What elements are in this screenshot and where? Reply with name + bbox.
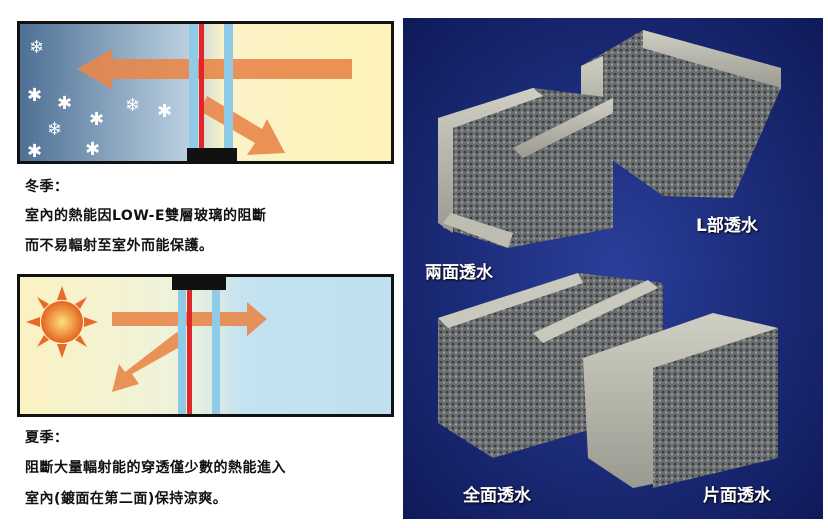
label-two-sides: 兩面透水 — [425, 263, 493, 283]
summer-desc-line2: 室內(鍍面在第二面)保持涼爽。 — [25, 491, 228, 507]
svg-text:✱: ✱ — [27, 141, 42, 162]
heat-arrow-blocked — [77, 49, 352, 89]
sun-icon — [26, 286, 98, 358]
channel-one-side — [583, 313, 778, 488]
svg-text:❄: ❄ — [47, 119, 62, 140]
drainage-channel-photo: L部透水 兩面透水 全面透水 片面透水 — [403, 18, 823, 519]
svg-text:✱: ✱ — [89, 109, 104, 130]
svg-text:❄: ❄ — [125, 95, 140, 116]
winter-desc-line2: 而不易輻射至室外而能保護。 — [25, 238, 214, 254]
label-l-part: L部透水 — [696, 216, 758, 236]
svg-text:✱: ✱ — [57, 93, 72, 114]
winter-desc-line1: 室內的熱能因LOW-E雙層玻璃的阻斷 — [25, 208, 267, 224]
radiation-arrow-reflected — [112, 332, 185, 392]
heat-arrow-reflected — [200, 96, 285, 155]
svg-text:✱: ✱ — [157, 101, 172, 122]
summer-title: 夏季： — [25, 430, 69, 446]
label-one-side: 片面透水 — [703, 486, 771, 506]
winter-diagram: ❄✱✱ ❄✱❄ ✱✱✱ — [17, 21, 394, 164]
summer-diagram — [17, 274, 394, 417]
svg-text:✱: ✱ — [85, 139, 100, 160]
summer-desc-line1: 阻斷大量輻射能的穿透僅少數的熱能進入 — [25, 460, 286, 476]
snowflake-icons: ❄✱✱ ❄✱❄ ✱✱✱ — [27, 37, 172, 162]
svg-text:❄: ❄ — [29, 37, 44, 58]
channel-two-sides — [438, 88, 613, 248]
label-full: 全面透水 — [463, 486, 531, 506]
svg-text:✱: ✱ — [27, 85, 42, 106]
winter-title: 冬季： — [25, 179, 69, 195]
